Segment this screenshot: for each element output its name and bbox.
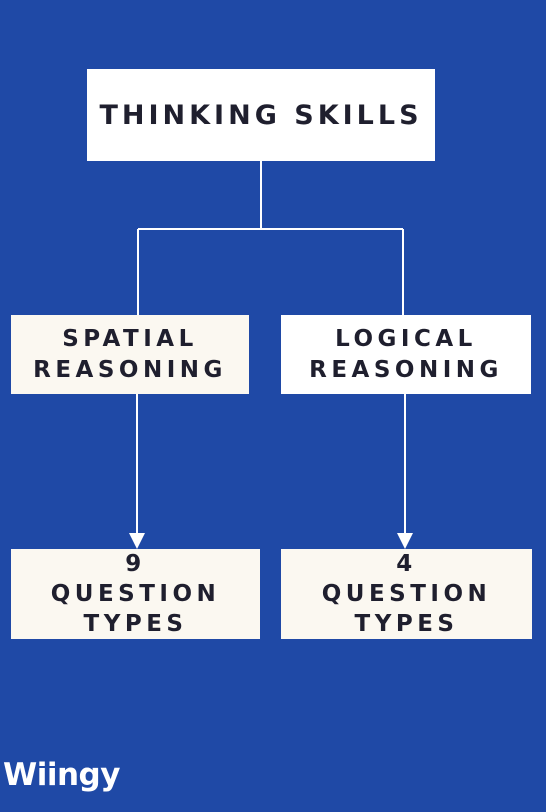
node-label-line: TYPES	[354, 611, 459, 637]
node-label-line: LOGICAL	[335, 325, 477, 352]
node-label-line: QUESTION	[50, 581, 221, 607]
node-label-line: SPATIAL	[62, 325, 198, 352]
root-node-thinking-skills: THINKING SKILLS	[87, 69, 435, 161]
wiingy-logo: Wiingy	[3, 757, 120, 793]
question-count: 4	[396, 551, 417, 577]
question-count: 9	[125, 551, 146, 577]
node-label-line: REASONING	[309, 356, 503, 383]
node-label-line: TYPES	[83, 611, 188, 637]
root-node-label: THINKING SKILLS	[99, 99, 423, 131]
node-label-line: QUESTION	[321, 581, 492, 607]
node-spatial-reasoning: SPATIAL REASONING	[11, 315, 249, 394]
node-logical-reasoning: LOGICAL REASONING	[281, 315, 531, 394]
node-label-line: REASONING	[33, 356, 227, 383]
node-logical-question-types: 4 QUESTION TYPES	[281, 549, 532, 639]
node-spatial-question-types: 9 QUESTION TYPES	[11, 549, 260, 639]
